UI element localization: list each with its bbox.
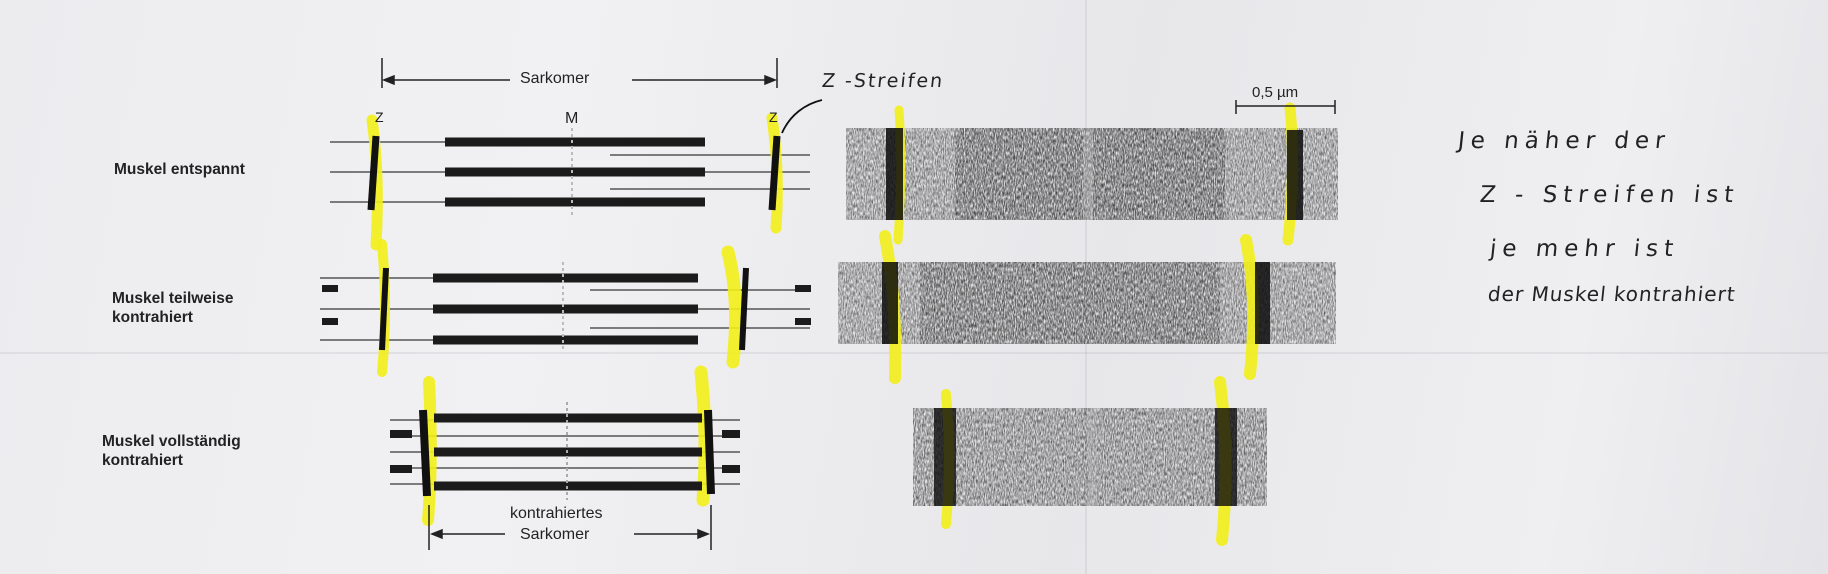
sarcomere-dimension <box>381 58 778 88</box>
micrograph-relaxed <box>846 102 1338 246</box>
row-partial-schematic <box>320 239 811 377</box>
row-label-full: Muskel vollständig kontrahiert <box>102 432 241 470</box>
z-left-label: Z <box>375 109 384 125</box>
row-full-schematic <box>390 365 740 526</box>
micrograph-partial <box>838 230 1336 384</box>
row-label-line: Muskel vollständig <box>102 433 241 450</box>
row-label-line: Muskel teilweise <box>112 290 234 307</box>
paper-crease <box>0 352 1828 354</box>
row-label-partial: Muskel teilweise kontrahiert <box>112 289 233 327</box>
micrograph-full <box>913 376 1267 546</box>
row-relaxed-schematic <box>330 112 810 251</box>
contracted-sarcomere-dimension <box>428 505 712 550</box>
row-label-line: kontrahiert <box>102 452 183 469</box>
note-line-1: Je näher der <box>1456 128 1672 154</box>
contracted-sarcomere-label-1: kontrahiertes <box>510 505 603 522</box>
z-streifen-annotation: Z -Streifen <box>820 70 946 92</box>
note-line-3: je mehr ist <box>1488 236 1681 262</box>
z-right-label: Z <box>769 109 778 125</box>
z-streifen-pointer <box>781 99 823 134</box>
note-line-4: der Muskel kontrahiert <box>1486 282 1737 306</box>
row-label-line: Muskel entspannt <box>114 161 245 178</box>
m-line-label: M <box>565 110 579 127</box>
note-line-2: Z - Streifen ist <box>1478 182 1741 208</box>
row-label-relaxed: Muskel entspannt <box>114 160 245 179</box>
sarkomer-label: Sarkomer <box>520 70 590 87</box>
scale-label: 0,5 µm <box>1252 84 1299 101</box>
contracted-sarcomere-label-2: Sarkomer <box>520 526 590 543</box>
scale-bar <box>1235 100 1336 114</box>
row-label-line: kontrahiert <box>112 309 193 326</box>
